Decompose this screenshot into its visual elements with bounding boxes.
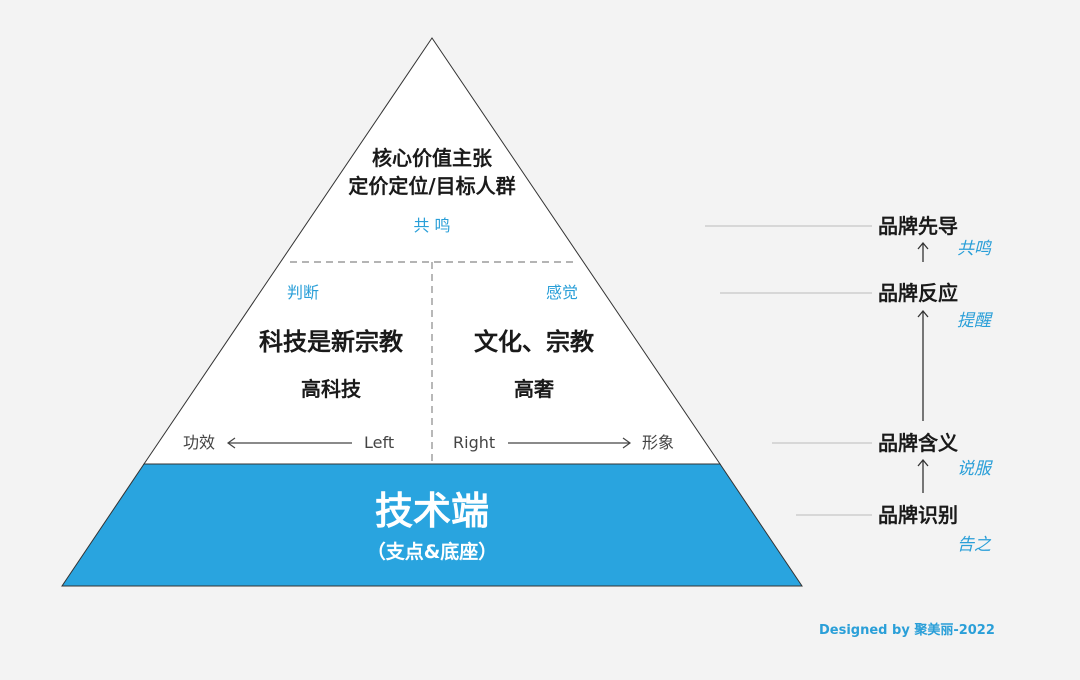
middle-right-title: 文化、宗教 (474, 328, 594, 356)
middle-right-tag: 感觉 (545, 283, 579, 302)
axis-right-label: Right (453, 433, 496, 452)
top-title-line2: 定价定位/目标人群 (348, 174, 516, 198)
middle-left-subtitle: 高科技 (301, 377, 361, 401)
base-subtitle: （支点&底座） (366, 541, 498, 563)
middle-left-title: 科技是新宗教 (259, 328, 403, 356)
ladder-label-2: 品牌反应 (878, 281, 958, 305)
pyramid-base-tier (61, 463, 803, 587)
base-title: 技术端 (374, 489, 490, 533)
ladder-arrow-1 (917, 241, 929, 262)
axis-right-end: 形象 (642, 433, 675, 452)
middle-left-tag: 判断 (286, 283, 320, 302)
design-credit: Designed by 聚美丽-2022 (819, 623, 995, 638)
top-tag: 共 鸣 (413, 216, 451, 235)
ladder-arrow-2 (917, 309, 929, 421)
ladder-arrow-3 (917, 458, 929, 493)
ladder-note-2: 提醒 (957, 311, 991, 331)
ladder-label-1: 品牌先导 (878, 214, 958, 238)
axis-left-end: 功效 (183, 433, 216, 452)
ladder-note-1: 共鸣 (957, 239, 991, 259)
axis-left-label: Left (364, 433, 395, 452)
top-title-line1: 核心价值主张 (372, 146, 492, 170)
middle-right-subtitle: 高奢 (514, 377, 554, 401)
ladder-note-3: 说服 (957, 459, 991, 479)
ladder-note-4: 告之 (957, 535, 991, 555)
ladder-label-4: 品牌识别 (878, 503, 958, 527)
ladder-label-3: 品牌含义 (878, 431, 958, 455)
